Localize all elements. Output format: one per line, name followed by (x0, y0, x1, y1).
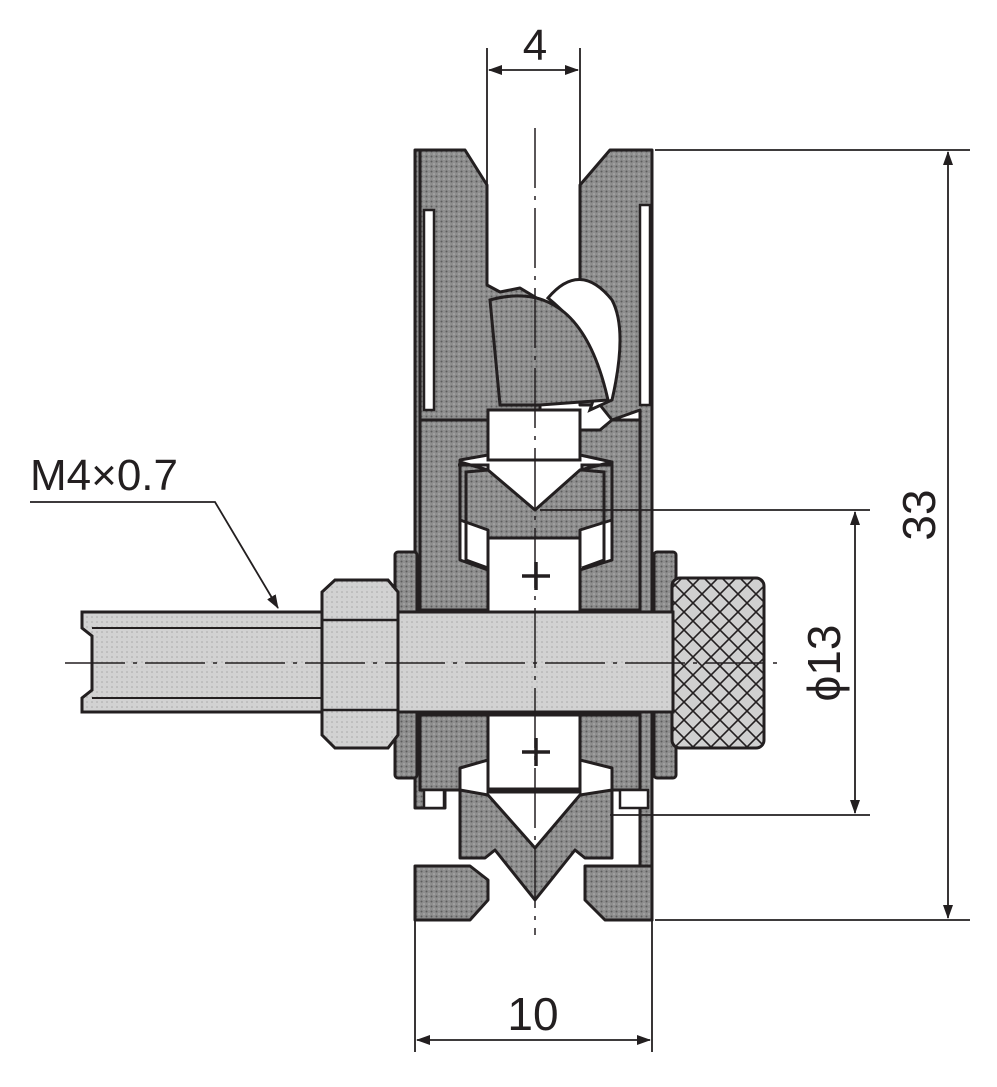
lower-bearing-block (486, 713, 582, 791)
thread-callout-label: M4×0.7 (30, 451, 178, 500)
right-slot (638, 203, 652, 407)
pulley-bottom-rim-right (583, 864, 654, 922)
left-slot (422, 208, 436, 412)
dim-33-label: 33 (893, 489, 945, 540)
ball-dome (488, 294, 610, 407)
lower-left-slot (422, 788, 446, 810)
dim-4-label: 4 (523, 21, 547, 70)
pulley-hub-right (578, 418, 642, 612)
pulley-lower-hub-right (578, 713, 642, 792)
pulley-bottom-rim-left (413, 864, 490, 922)
upper-left-retainer (458, 463, 490, 570)
upper-ball (488, 278, 622, 413)
lower-right-slot (618, 788, 650, 810)
threaded-end (80, 610, 324, 714)
lower-bearing-plus (522, 738, 550, 766)
pulley-lower-hub (418, 713, 490, 792)
upper-bearing-plus (522, 562, 550, 590)
dim-10-label: 10 (507, 988, 558, 1040)
upper-bearing-window (486, 408, 582, 462)
dim-13-label: ϕ13 (798, 625, 850, 702)
dimension-lines (30, 48, 970, 1052)
flange-slots (422, 203, 652, 810)
pulley-body (413, 148, 654, 922)
shaft (80, 610, 675, 714)
upper-right-retainer (580, 463, 612, 570)
center-lines (65, 128, 782, 935)
hex-nut (320, 578, 400, 750)
thread-leader (30, 501, 279, 609)
